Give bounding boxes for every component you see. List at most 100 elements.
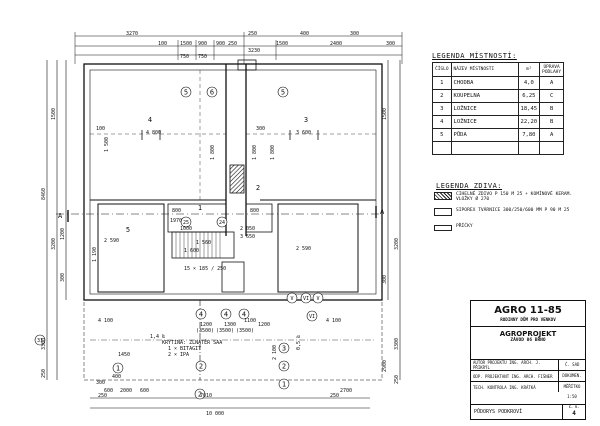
header-name: NÁZEV MÍSTNOSTI bbox=[450, 62, 519, 77]
title-block-right: Č. SAD bbox=[558, 360, 585, 370]
dim-text: 1500 bbox=[180, 41, 192, 47]
dim-text: 1500 bbox=[51, 108, 57, 120]
mark-label: 5 bbox=[281, 89, 285, 97]
dim-text: 3200 bbox=[51, 238, 57, 250]
room-floor-cell: B bbox=[539, 115, 565, 129]
dim-text: 100 bbox=[158, 41, 167, 47]
room-name-cell: PŮDA bbox=[450, 128, 519, 142]
mark-label: 2 bbox=[282, 363, 286, 371]
floor-plan-drawing: 5 6 5 4 4 4 3 2 1 2 25 24 31 1 2 V VI V … bbox=[34, 31, 403, 417]
dim-text: 1 800 bbox=[270, 145, 276, 160]
dim-text: 2900 bbox=[382, 360, 388, 372]
mark-label: 31 bbox=[37, 338, 43, 344]
room-name-cell: CHODBA bbox=[450, 76, 519, 90]
room-name-cell: LOŽNICE bbox=[450, 115, 519, 129]
room-floor-cell: A bbox=[539, 76, 565, 90]
dim-text: 2 100 bbox=[272, 345, 278, 360]
room-floor-cell: A bbox=[539, 128, 565, 142]
partition-swatch bbox=[434, 225, 452, 231]
room-number: 4 bbox=[148, 116, 152, 124]
dim-text: 400 bbox=[300, 31, 309, 37]
dim-text: 1 500 bbox=[104, 137, 110, 152]
organization-address: ZÁVOD 06 BRNO bbox=[510, 338, 546, 343]
mark-label: 3 bbox=[282, 345, 286, 353]
room-area-cell: 18,45 bbox=[517, 102, 541, 116]
dim-text: 3200 bbox=[394, 238, 400, 250]
project-subtitle: RODINNÝ DŮM PRO VENKOV bbox=[500, 317, 556, 322]
dim-text: 1100 bbox=[244, 318, 256, 324]
dim-text: 300 bbox=[96, 380, 105, 386]
mark-label: 24 bbox=[219, 220, 225, 226]
dim-text: 1 800 bbox=[210, 145, 216, 160]
mark-label: V bbox=[290, 296, 293, 302]
table-row bbox=[432, 141, 565, 155]
title-block-row: TECH. KONTROLA ING. KRÁTKÁ MĚŘÍTKO 1:50 bbox=[471, 381, 585, 399]
drawing-name: PŮDORYS PODKROVÍ bbox=[474, 409, 523, 415]
room-area-cell: 4,0 bbox=[517, 76, 541, 90]
mark-label: VI bbox=[303, 296, 309, 302]
dim-text: 1200 bbox=[200, 322, 212, 328]
dim-text: 250 bbox=[98, 393, 107, 399]
brick-hatch-swatch bbox=[434, 192, 452, 200]
dim-text: 250 bbox=[394, 375, 400, 384]
dim-text: 300 bbox=[256, 126, 265, 132]
room-legend-table: ČÍSLO NÁZEV MÍSTNOSTI m² ÚPRAVA PODLAHY … bbox=[432, 62, 565, 155]
room-number: 2 bbox=[256, 184, 260, 192]
drawing-number: Č. V. 4 bbox=[562, 405, 585, 419]
dim-text: 2 590 bbox=[296, 246, 311, 252]
table-row: 4 LOŽNICE 22,20 B bbox=[432, 115, 565, 129]
dim-text: 3 600 bbox=[296, 130, 311, 136]
table-row: 1 CHODBA 4,0 A bbox=[432, 76, 565, 90]
dim-text: 4 100 bbox=[98, 318, 113, 324]
room-legend-title: LEGENDA MÍSTNOSTÍ: bbox=[432, 52, 517, 60]
mark-label: 4 bbox=[199, 311, 203, 319]
dim-text: 8460 bbox=[41, 188, 47, 200]
mark-label: 1 bbox=[116, 365, 120, 373]
room-number-cell: 4 bbox=[432, 115, 452, 129]
project-code: AGRO 11-85 bbox=[494, 305, 562, 316]
wall-legend-item: CIHELNÉ ZDIVO P 150 M 25 + KOMÍNOVÉ KERA… bbox=[434, 192, 584, 202]
title-block-right: DOKUMEN. bbox=[558, 371, 585, 381]
dim-text: 4 100 bbox=[326, 318, 341, 324]
room-number: 3 bbox=[304, 116, 308, 124]
dim-text: 300 bbox=[382, 275, 388, 284]
roof-covering-note: KRYTINA: ZLNÁTĚR SAA bbox=[162, 338, 222, 346]
title-block-left: ODP. PROJEKTANT ING. ARCH. FIŠNER bbox=[473, 373, 553, 379]
room-number-cell: 1 bbox=[432, 76, 452, 90]
wall-legend-title: LEGENDA ZDIVA: bbox=[436, 182, 503, 190]
dim-text: 800 bbox=[250, 208, 259, 214]
dim-text: 2700 bbox=[340, 388, 352, 394]
room-number-cell: 3 bbox=[432, 102, 452, 116]
dim-text: 2 590 bbox=[104, 238, 119, 244]
mark-label: 4 bbox=[242, 311, 246, 319]
dim-text: (3500) bbox=[196, 328, 214, 334]
wall-legend-item: PŘÍČKY bbox=[434, 224, 584, 231]
wall-legend-item: SIPOREX TVÁRNICE 300/250/600 MM P 90 M 2… bbox=[434, 208, 584, 216]
dim-text: 1 560 bbox=[196, 240, 211, 246]
room-legend-header-row: ČÍSLO NÁZEV MÍSTNOSTI m² ÚPRAVA PODLAHY bbox=[432, 62, 565, 77]
slope-label: 1,4 ‰ bbox=[150, 334, 166, 340]
dim-text: 10 000 bbox=[206, 411, 224, 417]
title-block: AGRO 11-85 RODINNÝ DŮM PRO VENKOV AGROPR… bbox=[470, 300, 586, 420]
mark-label: 25 bbox=[183, 220, 189, 226]
mark-label: 2 bbox=[198, 391, 202, 399]
dim-text: 1 800 bbox=[252, 145, 258, 160]
dim-text: 1200 bbox=[258, 322, 270, 328]
wall-legend-text: SIPOREX TVÁRNICE 300/250/600 MM P 90 M 2… bbox=[456, 208, 570, 213]
room-name-cell: KOUPELNA bbox=[450, 89, 519, 103]
dim-text: 800 bbox=[172, 208, 181, 214]
dim-text: 600 bbox=[104, 388, 113, 394]
room-number-cell: 2 bbox=[432, 89, 452, 103]
roof-covering-note: 1 × BITAGIT bbox=[168, 346, 201, 352]
dim-text: 7010 bbox=[200, 393, 212, 399]
dim-text: 300 bbox=[350, 31, 359, 37]
dim-text: 300 bbox=[386, 41, 395, 47]
title-block-footer: PŮDORYS PODKROVÍ Č. V. 4 bbox=[471, 404, 585, 419]
dim-text: 100 bbox=[96, 126, 105, 132]
mark-label: 6 bbox=[210, 89, 214, 97]
header-floor: ÚPRAVA PODLAHY bbox=[539, 62, 565, 77]
room-area-cell: 7,80 bbox=[517, 128, 541, 142]
dim-text: 250 bbox=[248, 31, 257, 37]
mark-label: 2 bbox=[199, 363, 203, 371]
drawing-number-label: Č. V. bbox=[568, 405, 580, 409]
